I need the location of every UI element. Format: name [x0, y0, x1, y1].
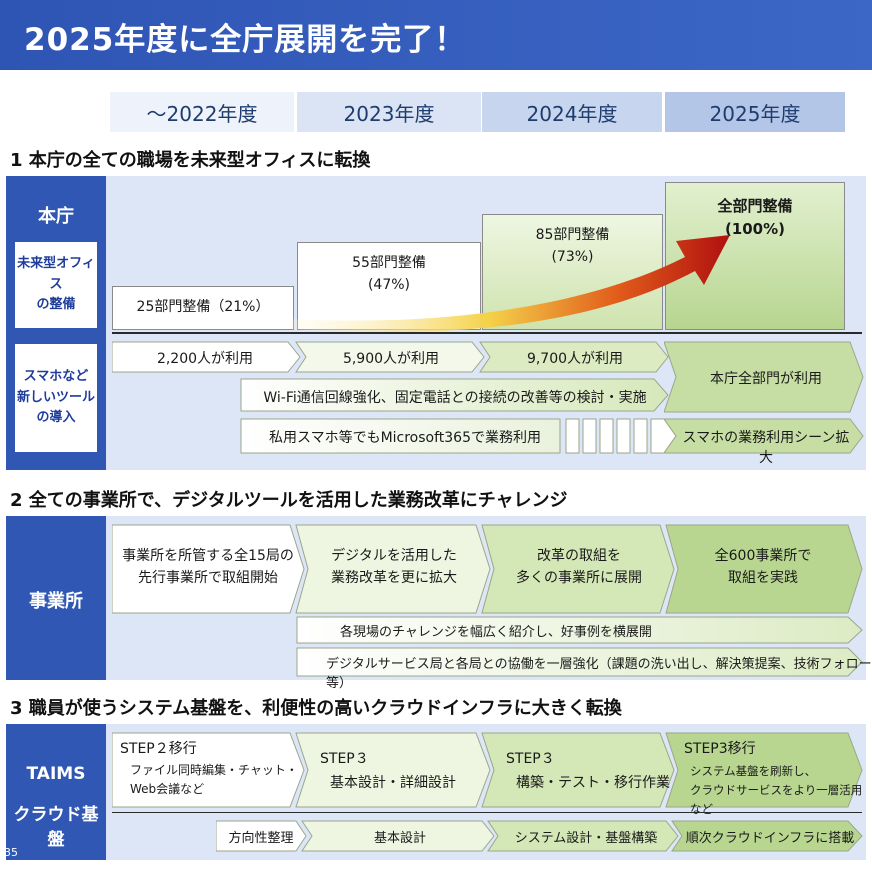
section3-lower-3: システム設計・基盤構築 [514, 831, 658, 846]
user-chevrons [112, 341, 669, 373]
section3-step-3-body: 構築・テスト・移行作業 [516, 775, 670, 791]
wifi-text: Wi-Fi通信回線強化、固定電話との接続の改善等の検討・実施 [263, 390, 647, 406]
section2-row-2: デジタルサービス局と各局との協働を一層強化（課題の洗い出し、解決策提案、技術フォ… [326, 657, 872, 691]
growth-arrow-icon [290, 235, 730, 333]
smartphone-chevron [664, 418, 864, 454]
title-bar [0, 0, 872, 70]
section3-step-2-body: 基本設計・詳細設計 [330, 775, 456, 791]
divider-line [112, 332, 862, 334]
users-2024: 9,700人が利用 [526, 351, 624, 367]
section2-step-3: 改革の取組を 多くの事業所に展開 [516, 548, 642, 586]
section3-side-label-2: クラウド基盤 [13, 805, 99, 850]
section1-sub-tools: スマホなど 新しいツール の導入 [13, 342, 99, 454]
section2-step-2: デジタルを活用した 業務改革を更に拡大 [331, 548, 457, 586]
section3-side-label-1: TAIMS [26, 764, 86, 784]
section3-step-2-head: STEP３ [320, 751, 369, 767]
section2-row-chevrons [296, 616, 863, 677]
section2-step-1: 事業所を所管する全15局の 先行事業所で取組開始 [122, 548, 294, 586]
bar-2022: 25部門整備（21%） [112, 286, 294, 330]
section2-step-chevrons [112, 524, 863, 614]
year-header-2025: 2025年度 [665, 92, 845, 132]
bar-2023: 55部門整備 (47%) [297, 242, 481, 330]
section3-step-1-head: STEP２移行 [120, 741, 197, 757]
section3-step-1-body: ファイル同時編集・チャット・ Web会議など [130, 763, 298, 797]
section2-title: 2 全ての事業所で、デジタルツールを活用した業務改革にチャレンジ [10, 490, 568, 511]
users-2023: 5,900人が利用 [342, 351, 440, 367]
year-header-2023: 2023年度 [297, 92, 481, 132]
section2-side [6, 516, 106, 680]
section3-title: 3 職員が使うシステム基盤を、利便性の高いクラウドインフラに大きく転換 [10, 698, 622, 719]
section3-divider [112, 812, 862, 813]
page-title: 2025年度に全庁展開を完了！ [24, 22, 467, 58]
ms365-text: 私用スマホ等でもMicrosoft365で業務利用 [268, 430, 541, 446]
section3-step-4-head: STEP3移行 [684, 741, 756, 757]
section3-side [6, 724, 106, 860]
section3-step-4-body: システム基盤を刷新し、 クラウドサービスをより一層活用など [690, 764, 863, 816]
section2-side-label: 事業所 [29, 591, 83, 612]
users-2025-chevron [664, 341, 864, 413]
section2-step-4: 全600事業所で 取組を実践 [714, 548, 812, 586]
section1-title: 1 本庁の全ての職場を未来型オフィスに転換 [10, 150, 371, 171]
wifi-chevron [240, 378, 669, 412]
section3-step-3-head: STEP３ [506, 751, 555, 767]
section3-step-chevrons [112, 732, 863, 808]
page-number: 35 [4, 846, 18, 859]
section3-lower-chevrons [216, 820, 863, 852]
users-2022: 2,200人が利用 [156, 351, 254, 367]
year-header-2024: 2024年度 [482, 92, 662, 132]
section1-sub-office: 未来型オフィス の整備 [13, 240, 99, 330]
section2-row-1: 各現場のチャレンジを幅広く紹介し、好事例を横展開 [340, 625, 652, 640]
section3-lower-4: 順次クラウドインフラに搭載 [685, 831, 855, 846]
year-header-2022: ～2022年度 [110, 92, 294, 132]
section3-lower-2: 基本設計 [373, 831, 426, 846]
smartphone-text: スマホの業務利用シーン拡大 [682, 430, 850, 466]
users-2025: 本庁全部門が利用 [710, 371, 822, 387]
section1-side-label: 本庁 [38, 206, 74, 227]
section3-lower-1: 方向性整理 [228, 831, 294, 846]
